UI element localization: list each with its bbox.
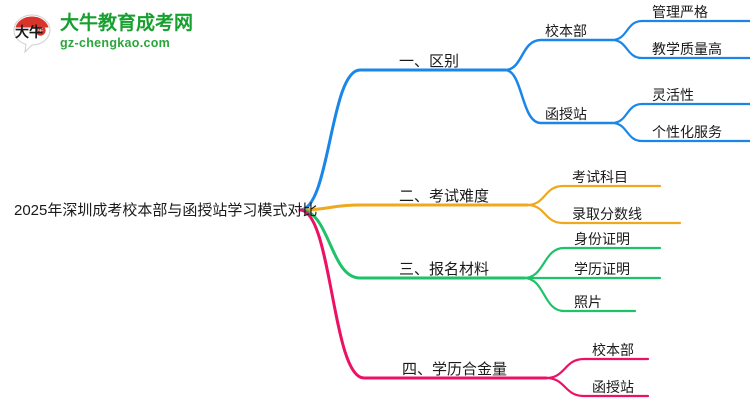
root-connectors [298, 68, 390, 380]
logo-mark-label: 大牛 [15, 24, 43, 40]
branch-3-leaf-3-label[interactable]: 照片 [574, 294, 602, 310]
branch-1-link-child-1 [503, 38, 614, 72]
root-link-branch-4 [298, 208, 390, 380]
logo-title: 大牛教育成考网 [60, 13, 194, 35]
branch-4-leaf-2-label[interactable]: 函授站 [592, 379, 634, 395]
branch-1-link-child-2 [503, 68, 614, 125]
branch-2-leaf-2-link [525, 203, 682, 225]
branch-4-leaf-1-link [544, 357, 650, 380]
branch-2-label[interactable]: 二、考试难度 [399, 188, 489, 205]
logo-mark-icon: 牛 大牛 [10, 10, 54, 54]
branch-3-leaf-2-label[interactable]: 学历证明 [574, 261, 630, 277]
branch-group-1: 一、区别 校本部 函授站 管理严格 教学质量高 灵活性 个性化服务 [383, 4, 750, 143]
branch-4-leaf-1-label[interactable]: 校本部 [592, 342, 634, 358]
branch-1-child-2-leaf-2-label[interactable]: 个性化服务 [652, 124, 722, 140]
branch-2-leaf-2-label[interactable]: 录取分数线 [572, 206, 642, 222]
branch-1-label[interactable]: 一、区别 [399, 53, 459, 70]
branch-1-child-2-leaf-1-link [610, 102, 750, 125]
branch-1-child-1-label[interactable]: 校本部 [545, 23, 587, 39]
logo-subtitle-url: gz-chengkao.com [60, 36, 171, 51]
branch-1-child-2-leaf-1-label[interactable]: 灵活性 [652, 87, 694, 103]
branch-1-child-2-label[interactable]: 函授站 [545, 106, 587, 122]
logo-badge-text: 牛 [37, 27, 43, 35]
branch-2-leaf-1-link [525, 184, 662, 207]
branch-3-label[interactable]: 三、报名材料 [399, 261, 489, 278]
logo-red-cap-shape [15, 16, 49, 28]
site-logo: 牛 大牛 大牛教育成考网 gz-chengkao.com [10, 6, 200, 58]
branch-1-child-1-leaf-1-link [610, 19, 750, 42]
branch-1-child-1-leaf-1-label[interactable]: 管理严格 [652, 4, 708, 20]
branch-group-3: 三、报名材料 身份证明 学历证明 照片 [383, 231, 662, 313]
root-link-branch-1 [298, 68, 387, 212]
logo-badge-icon [35, 25, 46, 36]
branch-4-leaf-2-link [544, 376, 650, 398]
branch-4-label[interactable]: 四、学历合金量 [402, 361, 507, 378]
branch-1-child-2-leaf-2-link [610, 121, 750, 143]
branch-3-leaf-1-label[interactable]: 身份证明 [574, 231, 630, 247]
branch-group-4: 四、学历合金量 校本部 函授站 [386, 342, 650, 398]
branch-3-leaf-3-link [522, 276, 637, 313]
root-node-label[interactable]: 2025年深圳成考校本部与函授站学习模式对比 [14, 202, 317, 219]
root-link-branch-2 [298, 203, 387, 212]
branch-2-leaf-1-label[interactable]: 考试科目 [572, 169, 628, 185]
root-link-branch-3 [298, 208, 387, 280]
branch-1-child-1-leaf-2-label[interactable]: 教学质量高 [652, 41, 722, 57]
logo-text-group: 大牛教育成考网 gz-chengkao.com [60, 14, 193, 50]
branch-1-child-1-leaf-2-link [610, 38, 750, 60]
branch-group-2: 二、考试难度 考试科目 录取分数线 [383, 169, 682, 225]
